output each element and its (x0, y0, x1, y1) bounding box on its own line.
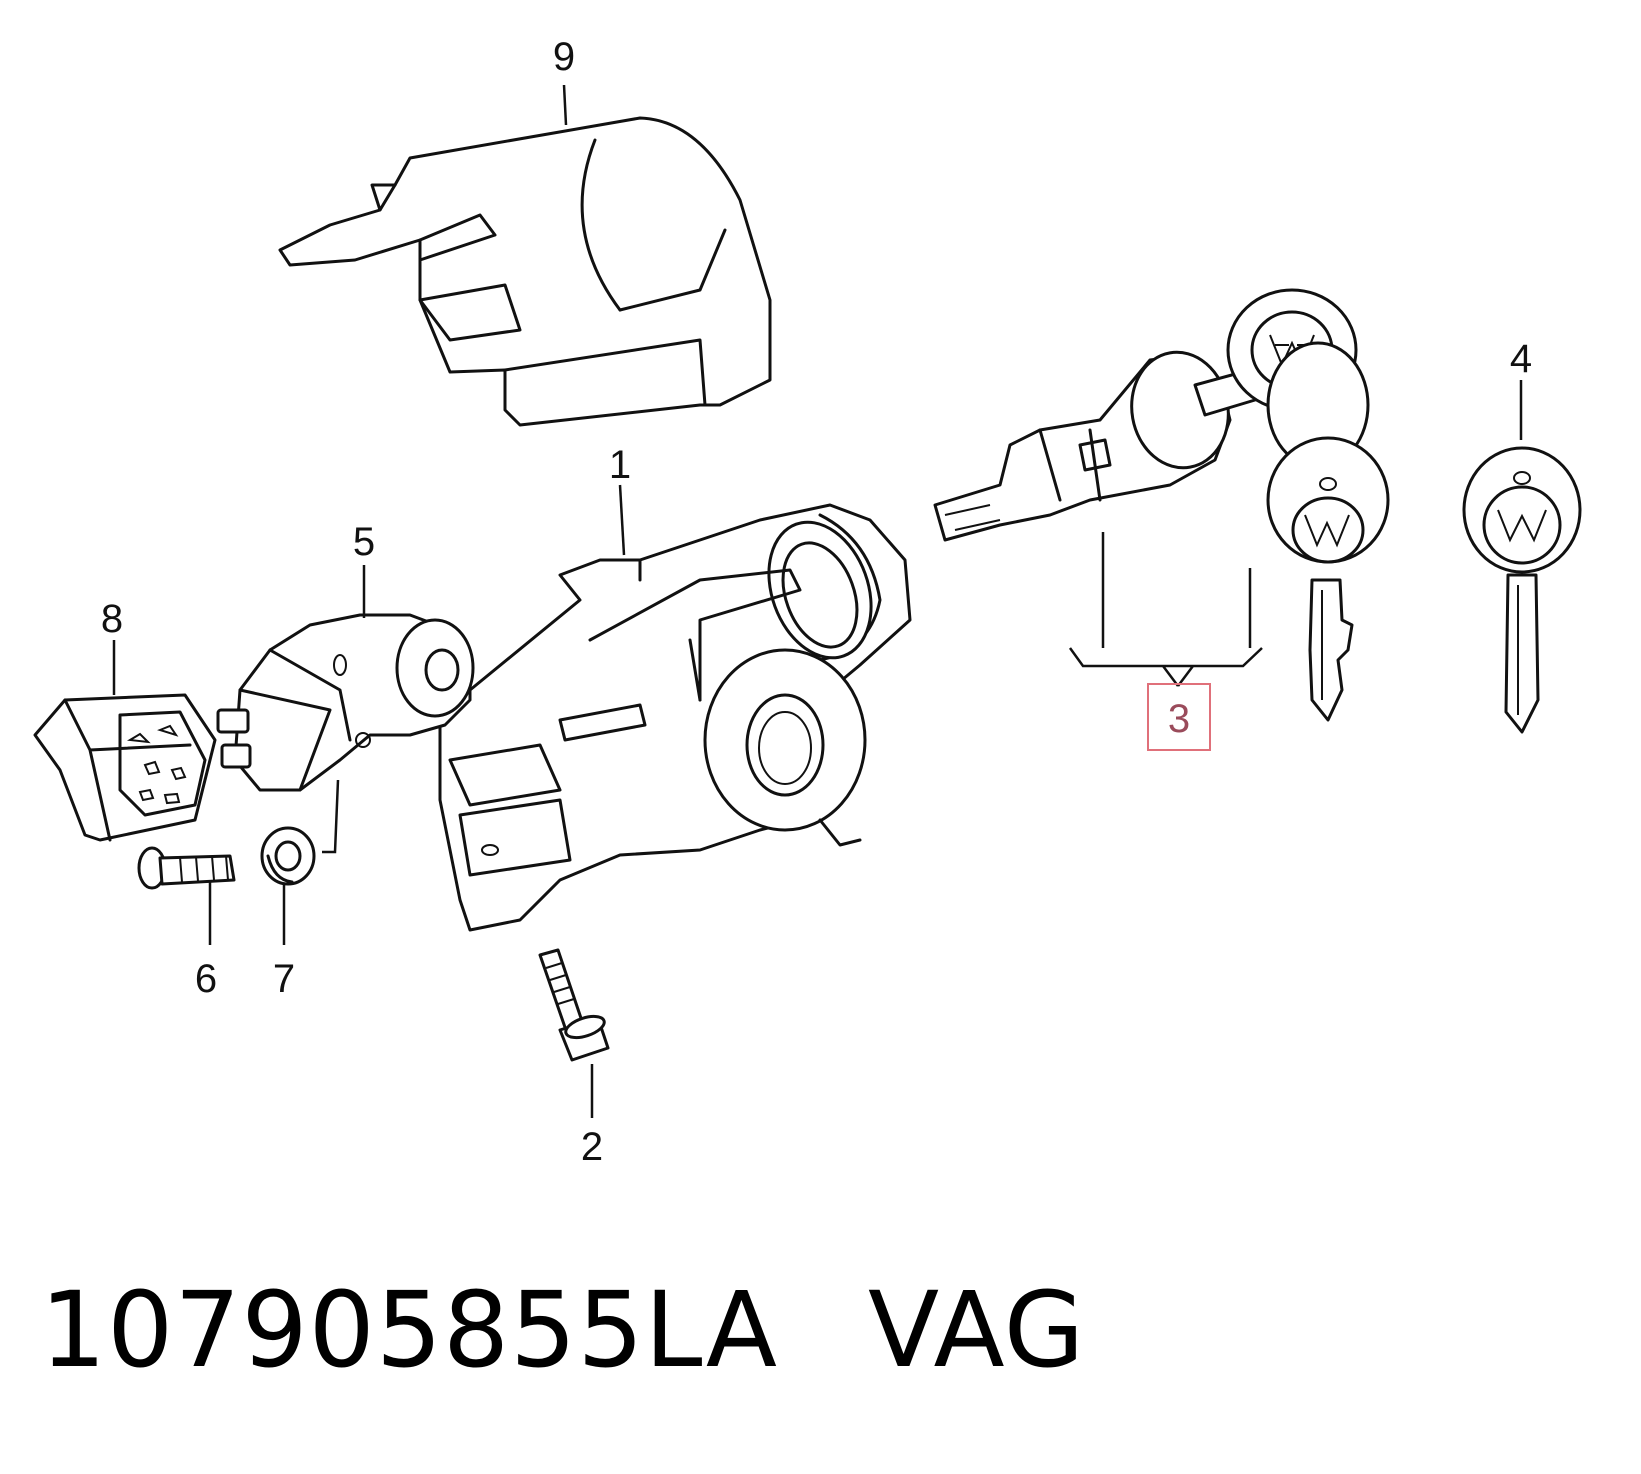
callouts: 9 1 5 8 4 6 7 2 3 (101, 35, 1532, 1169)
part-2-screw (538, 948, 610, 1062)
part-7-washer (260, 826, 316, 886)
callout-8: 8 (101, 597, 123, 641)
key-front (1266, 436, 1390, 722)
callout-2: 2 (581, 1125, 603, 1169)
callout-9: 9 (553, 35, 575, 79)
brand: VAG (867, 1269, 1086, 1391)
callout-1: 1 (609, 443, 631, 487)
part-6-bolt (137, 846, 236, 890)
callout-5: 5 (353, 520, 375, 564)
part-1-lock-housing (438, 503, 912, 932)
callout-7: 7 (273, 957, 295, 1001)
part-3-lock-cylinder (933, 350, 1257, 542)
callout-3: 3 (1168, 697, 1190, 741)
part-number: 107905855LA (40, 1269, 778, 1391)
part-4-key (1462, 446, 1582, 734)
part-5-ignition-switch (216, 613, 475, 792)
leader-lines (112, 84, 1523, 1118)
highlight-box (1147, 683, 1211, 751)
part-8-connector (33, 693, 217, 842)
callout-6: 6 (195, 957, 217, 1001)
callout-4: 4 (1510, 337, 1532, 381)
part-9-upper-shroud (278, 116, 772, 427)
